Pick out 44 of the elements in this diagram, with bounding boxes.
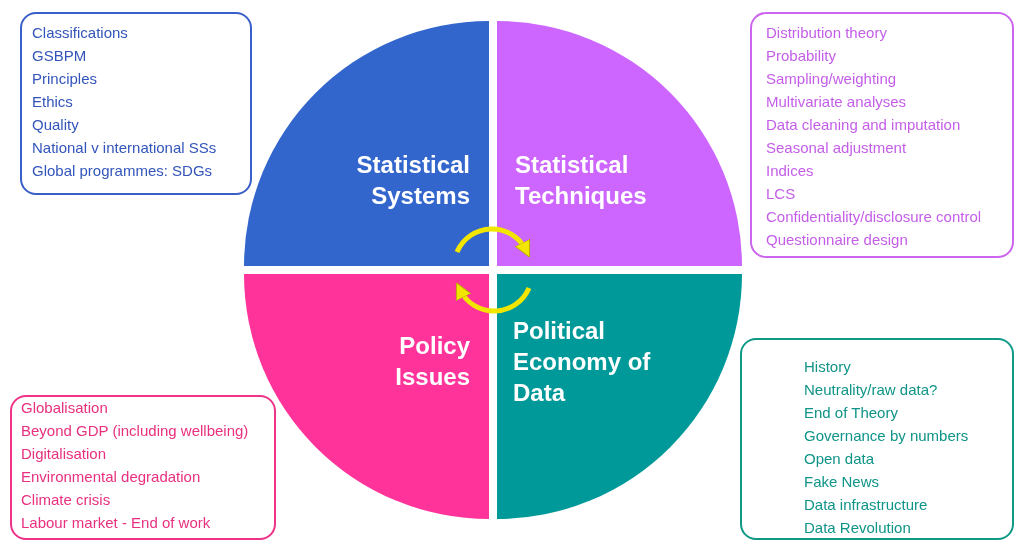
callout-box (20, 12, 252, 195)
list-item: Globalisation (21, 399, 108, 417)
list-item: Environmental degradation (21, 468, 201, 486)
list-item: GSBPM (32, 47, 87, 65)
list-item: Sampling/weighting (766, 70, 897, 88)
quadrant-title: Political Economy of Data (513, 316, 652, 408)
quadrant-title: Statistical Techniques (515, 150, 648, 211)
list-item: Data Revolution (804, 519, 911, 537)
quadrant-title: Policy Issues (394, 331, 470, 392)
list-item: Questionnaire design (766, 231, 908, 249)
curved-arrow (455, 282, 532, 314)
list-item: Confidentiality/disclosure control (766, 208, 982, 226)
list-item: Labour market - End of work (21, 514, 211, 532)
list-item: Neutrality/raw data? (804, 381, 938, 399)
list-item: Seasonal adjustment (766, 139, 907, 157)
list-item: Data cleaning and imputation (766, 116, 961, 134)
callout-box (10, 395, 276, 540)
quadrant (244, 21, 489, 266)
callout-box (740, 338, 1014, 540)
list-item: Climate crisis (21, 491, 111, 509)
list-item: Digitalisation (21, 445, 107, 463)
list-item: Governance by numbers (804, 427, 969, 445)
list-item: LCS (766, 185, 796, 203)
callout-box (750, 12, 1014, 258)
list-item: Global programmes: SDGs (32, 162, 213, 180)
list-item: Open data (804, 450, 875, 468)
list-item: Ethics (32, 93, 73, 111)
list-item: History (804, 358, 851, 376)
list-item: Distribution theory (766, 24, 887, 42)
list-item: Indices (766, 162, 814, 180)
list-item: End of Theory (804, 404, 898, 422)
list-item: Classifications (32, 24, 128, 42)
list-item: Data infrastructure (804, 496, 928, 514)
list-item: National v international SSs (32, 139, 217, 157)
list-item: Multivariate analyses (766, 93, 907, 111)
curved-arrow (454, 226, 531, 258)
quadrant (497, 274, 742, 519)
list-item: Probability (766, 47, 837, 65)
list-item: Principles (32, 70, 98, 88)
quadrant (497, 21, 742, 266)
quadrant-title: Statistical Systems (355, 150, 470, 211)
list-item: Fake News (804, 473, 880, 491)
list-item: Quality (32, 116, 79, 134)
list-item: Beyond GDP (including wellbeing) (21, 422, 249, 440)
